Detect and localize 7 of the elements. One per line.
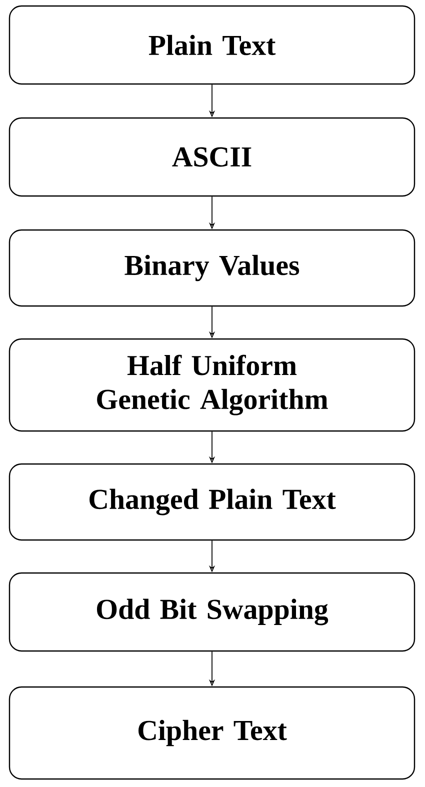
process-box: Changed Plain Text [8, 463, 416, 541]
process-box: Binary Values [8, 229, 416, 307]
process-box: Odd Bit Swapping [8, 572, 416, 652]
process-box: ASCII [8, 117, 416, 197]
process-box: Half Uniform Genetic Algorithm [8, 338, 416, 432]
process-box: Plain Text [8, 5, 416, 85]
process-box: Cipher Text [8, 686, 416, 780]
